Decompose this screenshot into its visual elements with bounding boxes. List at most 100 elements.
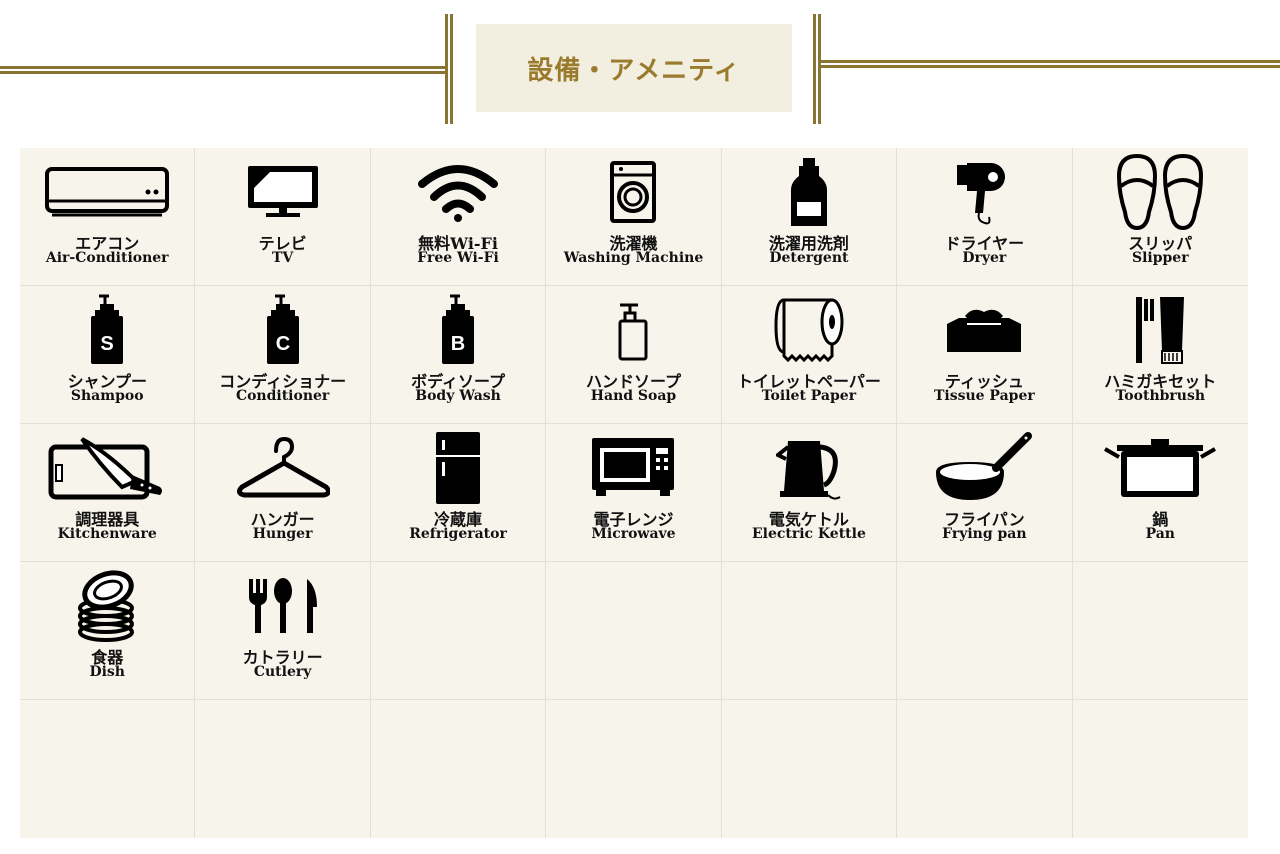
amenity-label-ja: コンディショナー <box>219 372 347 391</box>
amenity-label-en: Kitchenware <box>57 526 157 542</box>
amenity-label-en: Microwave <box>591 526 676 542</box>
header-rule-left <box>0 66 447 74</box>
amenity-label-en: Dish <box>89 664 125 680</box>
amenity-label-ja: 調理器具 <box>75 510 140 529</box>
amenity-label-en: Tissue Paper <box>933 388 1035 404</box>
amenity-label-en: Shampoo <box>70 388 144 404</box>
svg-text:B: B <box>451 333 465 355</box>
empty-cell <box>371 700 547 838</box>
empty-cell <box>1072 562 1248 700</box>
section-title-box: 設備・アメニティ <box>476 24 792 112</box>
washing-machine-icon <box>546 152 720 232</box>
empty-cell <box>20 700 196 838</box>
amenity-label-ja: 食器 <box>91 648 124 667</box>
amenity-label-ja: ボディソープ <box>411 372 506 391</box>
amenity-label-ja: エアコン <box>75 234 140 253</box>
empty-cell <box>370 562 547 700</box>
amenity-label-en: Toilet Paper <box>761 388 857 404</box>
amenity-label-ja: 冷蔵庫 <box>434 510 483 529</box>
hand-soap-icon <box>546 290 720 370</box>
knife-board-icon <box>20 428 194 508</box>
refrigerator-icon <box>371 428 545 508</box>
slippers-icon <box>1073 152 1248 232</box>
amenity-label-ja: フライパン <box>944 510 1025 529</box>
amenity-label-en: Slipper <box>1131 250 1189 266</box>
air-conditioner-icon <box>20 152 194 232</box>
dishes-icon <box>20 566 194 646</box>
svg-text:S: S <box>101 333 114 355</box>
amenity-label-ja: カトラリー <box>242 648 323 667</box>
amenity-label-ja: 鍋 <box>1152 510 1169 529</box>
frying-pan-icon <box>897 428 1071 508</box>
amenity-label-en: Washing Machine <box>563 250 704 266</box>
amenity-label-ja: 無料Wi-Fi <box>418 234 498 253</box>
hair-dryer-icon <box>897 152 1071 232</box>
svg-text:C: C <box>275 333 289 355</box>
cutlery-icon <box>195 566 369 646</box>
amenity-label-en: Hand Soap <box>590 388 677 404</box>
detergent-icon <box>722 152 896 232</box>
amenity-label-en: Free Wi-Fi <box>417 250 499 266</box>
amenity-label-en: Pan <box>1145 526 1175 542</box>
hanger-icon <box>195 428 369 508</box>
amenity-label-ja: シャンプー <box>67 372 147 391</box>
pot-icon <box>1073 428 1248 508</box>
amenity-label-ja: トイレットペーパー <box>737 372 881 391</box>
header-post-right <box>813 14 821 124</box>
empty-cell <box>546 700 722 838</box>
shampoo-bottle-icon: S <box>20 290 194 370</box>
empty-cell <box>722 700 898 838</box>
amenity-label-ja: 電子レンジ <box>593 510 674 529</box>
body-wash-bottle-icon: B <box>371 290 545 370</box>
amenity-label-en: Frying pan <box>942 526 1027 542</box>
empty-cell <box>1073 700 1248 838</box>
amenity-label-ja: ハンドソープ <box>585 372 682 391</box>
conditioner-bottle-icon: C <box>195 290 369 370</box>
amenity-label-en: Body Wash <box>415 388 501 404</box>
empty-cell <box>721 562 898 700</box>
kettle-icon <box>722 428 896 508</box>
amenity-label-ja: ティッシュ <box>944 372 1024 391</box>
empty-cell <box>897 562 1073 700</box>
amenity-label-ja: ハミガキセット <box>1104 372 1217 391</box>
amenity-label-ja: テレビ <box>258 234 307 253</box>
amenity-label-en: Detergent <box>769 250 849 266</box>
toilet-paper-icon <box>722 290 896 370</box>
amenity-label-en: Cutlery <box>253 664 312 680</box>
amenity-label-en: Refrigerator <box>409 526 507 542</box>
amenity-label-ja: スリッパ <box>1128 234 1193 253</box>
amenity-label-en: Conditioner <box>235 388 330 404</box>
amenity-label-ja: 電気ケトル <box>768 510 849 529</box>
amenity-label-en: Air-Conditioner <box>45 250 169 266</box>
section-title: 設備・アメニティ <box>527 55 741 86</box>
wifi-icon <box>371 152 545 232</box>
amenity-label-en: Hunger <box>252 526 313 542</box>
tv-icon <box>195 152 369 232</box>
header-rule-right <box>820 60 1280 68</box>
header-post-left <box>445 14 453 124</box>
amenity-label-ja: ドライヤー <box>944 234 1025 253</box>
empty-cell <box>546 562 722 700</box>
amenity-label-en: TV <box>271 250 294 266</box>
tissue-box-icon <box>897 290 1071 370</box>
